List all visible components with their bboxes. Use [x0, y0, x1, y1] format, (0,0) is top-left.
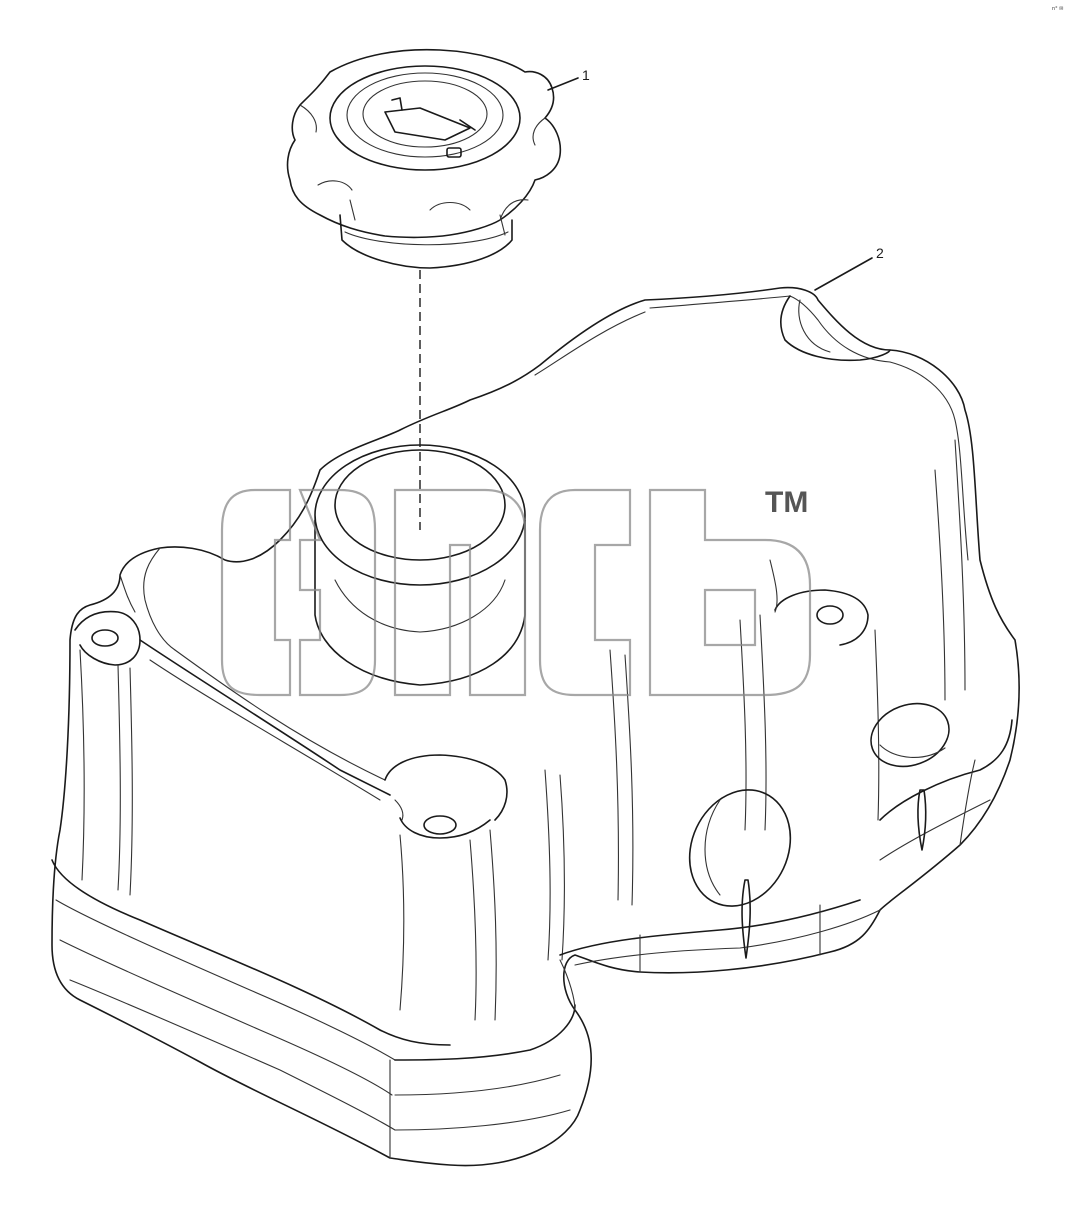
corner-mark: n° ✉	[1052, 6, 1064, 12]
callout-1-label: 1	[582, 67, 590, 83]
callout-2-label: 2	[876, 245, 884, 261]
oil-filler-cap-drawing	[286, 48, 562, 269]
valve-cover-drawing	[51, 286, 1020, 1167]
watermark-logo: TM	[220, 486, 812, 697]
callout-2: 2	[814, 245, 884, 291]
callout-1: 1	[547, 67, 590, 91]
trademark-symbol: TM	[765, 486, 808, 519]
